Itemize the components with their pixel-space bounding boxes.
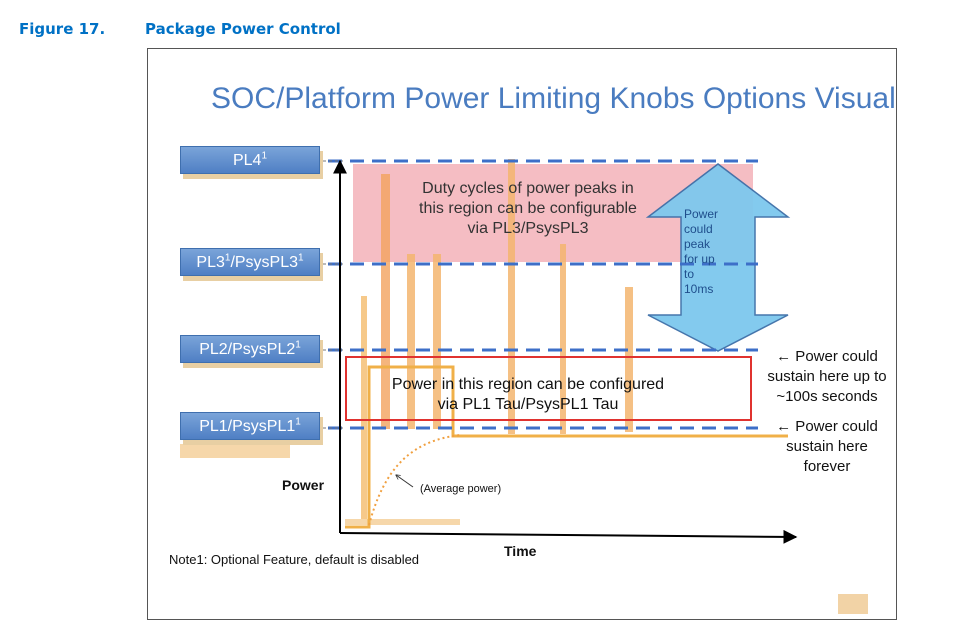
pl1-tau-region xyxy=(345,356,752,421)
x-axis xyxy=(339,529,798,544)
y-axis-label: Power xyxy=(282,477,325,493)
pl1-side-note: ← Power could sustain here forever xyxy=(776,418,878,475)
pl3-label: PL31/PsysPL31 xyxy=(180,248,320,276)
pl4-label: PL41 xyxy=(180,146,320,174)
pl1-label: PL1/PsysPL11 xyxy=(180,412,320,440)
figure-number: Figure 17. xyxy=(19,20,106,38)
average-power-label: (Average power) xyxy=(420,483,502,495)
diagram-frame: SOC/Platform Power Limiting Knobs Option… xyxy=(147,48,897,620)
average-pointer-arrow xyxy=(396,475,414,488)
footnote: Note1: Optional Feature, default is disa… xyxy=(169,552,420,567)
pl2-label: PL2/PsysPL21 xyxy=(180,335,320,363)
diagram-title: SOC/Platform Power Limiting Knobs Option… xyxy=(211,82,896,115)
figure-title: Package Power Control xyxy=(145,20,341,38)
power-trace xyxy=(180,159,868,614)
pl3-region-text: Duty cycles of power peaks in this regio… xyxy=(419,180,637,237)
peak-duration-text: Power could peak for up to 10ms xyxy=(684,207,719,296)
average-power-curve xyxy=(368,434,461,526)
level-lines xyxy=(328,159,758,430)
pl2-side-note: ← Power could sustain here up to ~100s s… xyxy=(767,348,887,405)
diagram-canvas xyxy=(180,159,868,614)
pl1-tau-region-text: Power in this region can be configured v… xyxy=(391,376,665,413)
power-trace-line xyxy=(345,365,788,529)
peak-duration-arrow xyxy=(645,163,791,352)
x-axis-label: Time xyxy=(504,543,537,559)
